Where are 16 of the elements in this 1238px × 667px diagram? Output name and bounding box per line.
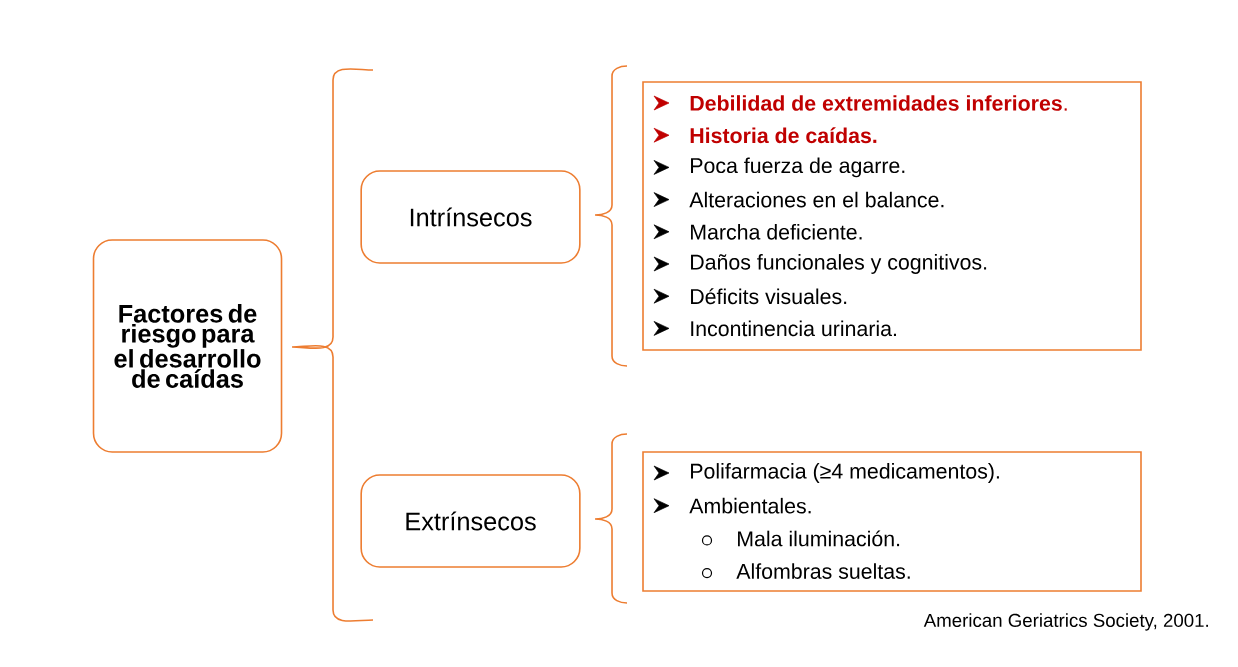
rounded-box: Factores de riesgo para el desarrollo de caídas: [92, 239, 283, 453]
list-item: Polifarmacia (≥4 medicamentos).: [691, 463, 999, 483]
list-item: Alfombras sueltas.: [736, 563, 910, 579]
list-item: Marcha deficiente.: [691, 223, 862, 240]
rounded-box: Extrínsecos: [360, 474, 581, 568]
list-item: Debilidad de extremidades inferiores.: [690, 95, 1067, 111]
rounded-box: Intrínsecos: [360, 170, 581, 264]
list-item: Déficits visuales.: [691, 288, 847, 305]
list-item: Mala iluminación.: [738, 530, 900, 547]
list-item: Historia de caídas.: [690, 127, 877, 144]
list-item: Ambientales.: [689, 497, 811, 514]
list-item: Daños funcionales y cognitivos.: [691, 254, 987, 274]
source-note: American Geriatrics Society, 2001.: [923, 613, 1208, 631]
list-item: Poca fuerza de agarre.: [691, 157, 905, 178]
list-item: Incontinencia urinaria.: [691, 320, 896, 337]
list-item: Alteraciones en el balance.: [689, 191, 944, 208]
